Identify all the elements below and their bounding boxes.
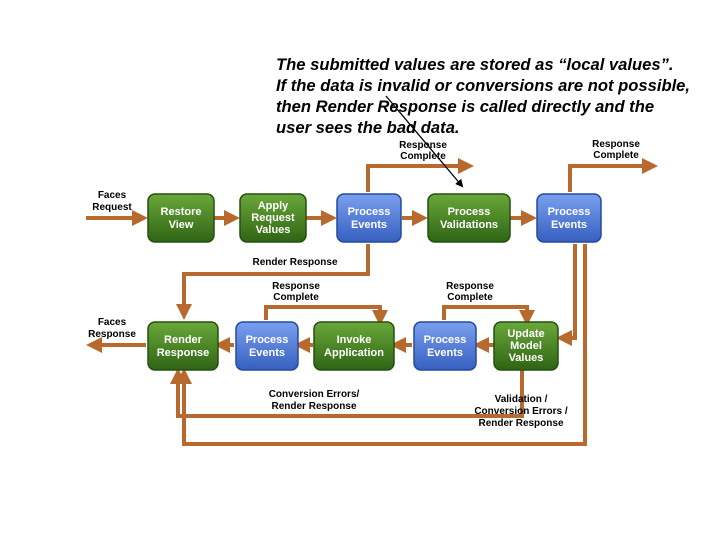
- arrows: [86, 158, 658, 446]
- edge-label: Render Response: [252, 257, 337, 268]
- edge-label: Response: [446, 281, 494, 292]
- arrow-response-complete-3: [264, 305, 388, 326]
- edge-label: Conversion Errors/: [269, 389, 360, 400]
- label-conversion-errors: Conversion Errors/ Render Response: [269, 389, 360, 412]
- label-render-response: Render Response: [252, 257, 337, 268]
- arrow-response-complete-1: [366, 158, 474, 192]
- node-label: Application: [324, 347, 384, 359]
- arrow-validation-errors: [176, 244, 587, 446]
- edge-label: Complete: [273, 292, 319, 303]
- node-label: Process: [448, 206, 491, 218]
- node-label: Response: [157, 347, 210, 359]
- edge-label: Response: [592, 139, 640, 150]
- edge-label: Render Response: [478, 418, 563, 429]
- node-label: Validations: [440, 219, 498, 231]
- node-invoke-application: Invoke Application: [313, 321, 395, 371]
- arrow-response-complete-2: [568, 158, 658, 192]
- arrow-response-complete-4: [442, 305, 535, 326]
- caption-line-1: The submitted values are stored as “loca…: [276, 55, 674, 74]
- node-label: Events: [351, 219, 387, 231]
- edge-label: Request: [92, 202, 132, 213]
- node-process-events-1: Process Events: [336, 193, 402, 243]
- label-response-complete-1: Response Complete: [399, 140, 447, 162]
- edge-label: Complete: [447, 292, 493, 303]
- edge-label: Complete: [400, 151, 446, 162]
- caption-line-3: then Render Response is called directly …: [276, 97, 655, 116]
- arrow-render-response: [176, 244, 370, 320]
- node-process-events-4: Process Events: [413, 321, 477, 371]
- arrow-events-to-update: [556, 244, 577, 346]
- node-label: Request: [251, 212, 295, 224]
- edge-label: Response: [88, 329, 136, 340]
- edge-label: Response: [272, 281, 320, 292]
- node-label: Events: [427, 347, 463, 359]
- node-process-events-2: Process Events: [536, 193, 602, 243]
- edge-label: Render Response: [271, 401, 356, 412]
- caption-line-4: user sees the bad data.: [276, 118, 460, 137]
- node-label: Process: [246, 334, 289, 346]
- node-label: Apply: [258, 200, 289, 212]
- label-faces-response: Faces Response: [88, 317, 136, 340]
- node-label: Model: [510, 340, 542, 352]
- edge-label: Conversion Errors /: [474, 406, 568, 417]
- node-label: Events: [249, 347, 285, 359]
- node-render-response: Render Response: [147, 321, 219, 371]
- caption-line-2: If the data is invalid or conversions ar…: [276, 76, 691, 95]
- edge-label: Validation /: [495, 394, 548, 405]
- node-label: Process: [548, 206, 591, 218]
- node-apply-request-values: Apply Request Values: [239, 193, 307, 243]
- node-label: View: [169, 219, 194, 231]
- node-label: Values: [509, 352, 544, 364]
- node-label: Events: [551, 219, 587, 231]
- label-validation-errors: Validation / Conversion Errors / Render …: [474, 394, 568, 429]
- node-process-validations: Process Validations: [427, 193, 511, 243]
- edge-label: Response: [399, 140, 447, 151]
- node-label: Process: [348, 206, 391, 218]
- label-faces-request: Faces Request: [92, 190, 132, 213]
- edge-label: Complete: [593, 150, 639, 161]
- node-label: Values: [256, 224, 291, 236]
- node-label: Restore: [161, 206, 202, 218]
- node-label: Invoke: [337, 334, 372, 346]
- edge-label: Faces: [98, 190, 127, 201]
- node-label: Render: [164, 334, 203, 346]
- annotation-pointer-arrow: [385, 95, 464, 188]
- node-process-events-3: Process Events: [235, 321, 299, 371]
- annotation-caption: The submitted values are stored as “loca…: [276, 54, 720, 138]
- label-response-complete-4: Response Complete: [446, 281, 494, 303]
- arrow-conversion-errors: [170, 368, 524, 418]
- label-response-complete-2: Response Complete: [592, 139, 640, 161]
- node-restore-view: Restore View: [147, 193, 215, 243]
- node-label: Process: [424, 334, 467, 346]
- node-label: Update: [507, 328, 544, 340]
- edge-label: Faces: [98, 317, 127, 328]
- node-update-model-values: Update Model Values: [493, 321, 559, 371]
- label-response-complete-3: Response Complete: [272, 281, 320, 303]
